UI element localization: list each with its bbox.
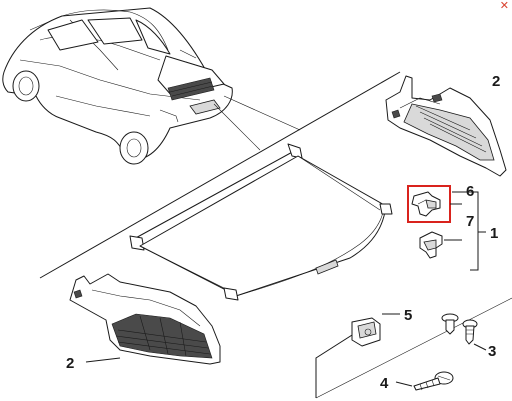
callout-7: 7	[466, 213, 474, 230]
luggage-cover	[129, 143, 393, 301]
side-panel-left	[69, 273, 221, 365]
callout-1: 1	[490, 225, 498, 242]
clip-part-7	[419, 231, 443, 259]
leader-line	[85, 357, 121, 363]
callout-6: 6	[466, 183, 474, 200]
leader-line	[473, 343, 487, 351]
side-bracket-right	[385, 75, 507, 177]
close-icon[interactable]: ✕	[499, 0, 509, 12]
callout-3: 3	[488, 343, 496, 360]
leader-line	[444, 203, 462, 241]
group-bracket	[452, 191, 479, 271]
callout-2-top: 2	[492, 73, 500, 90]
callout-5: 5	[404, 307, 412, 324]
callout-4: 4	[380, 375, 389, 392]
vehicle-illustration	[2, 7, 233, 165]
clip-part-6	[411, 191, 441, 217]
callout-2-bottom: 2	[66, 355, 74, 372]
clip-nut-part-5	[351, 317, 381, 347]
push-pin-part-3	[441, 313, 478, 345]
leader-line	[395, 381, 413, 387]
screw-part-4	[413, 371, 454, 391]
leader-line	[213, 95, 301, 151]
